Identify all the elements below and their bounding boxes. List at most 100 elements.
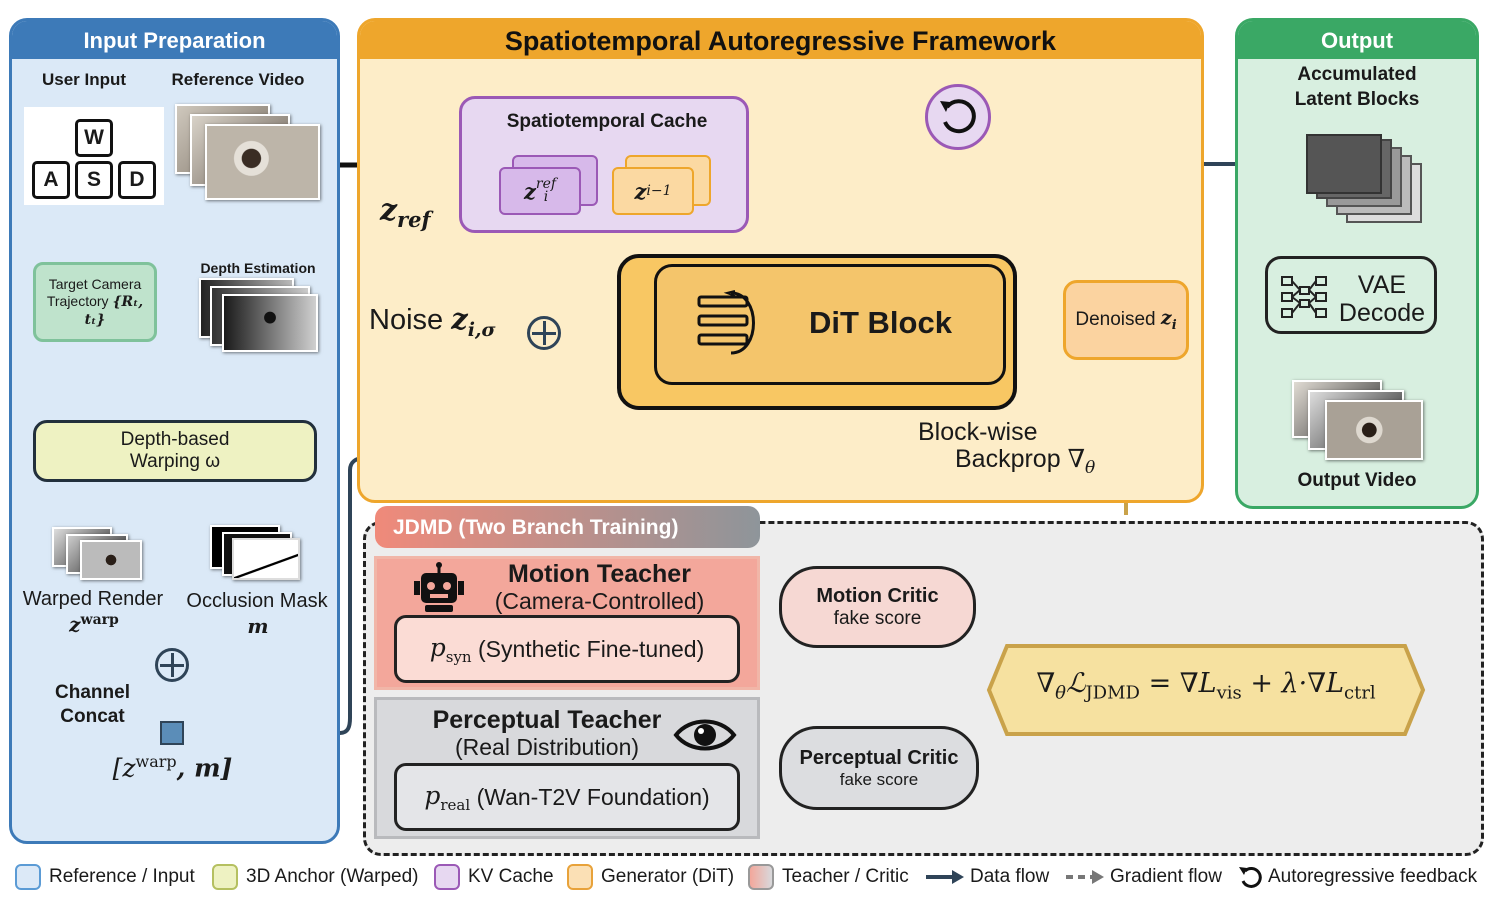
noise-sub: i,σ (467, 318, 496, 341)
jdmd-title: JDMD (Two Branch Training) (375, 506, 760, 548)
target-camera-trajectory-box: Target Camera Trajectory {Rₜ, tₜ} (33, 262, 157, 342)
cache-prev-sub: i−1 (646, 183, 672, 199)
channel-concat-line2: Concat (60, 706, 125, 727)
z-ref-base: z (380, 193, 398, 228)
loss-hexagon (986, 644, 1426, 736)
z-ref-sub: ref (397, 207, 431, 232)
concat-math-close: , m] (176, 753, 233, 783)
output-video-label: Output Video (1297, 470, 1417, 491)
motion-teacher-sub: (Camera-Controlled) (494, 588, 705, 614)
reference-video-frame (205, 124, 320, 200)
legend-label: Gradient flow (1110, 866, 1222, 887)
concat-output-node (160, 721, 184, 745)
gradient-flow-arrow-icon (1066, 870, 1104, 884)
cache-title: Spatiotemporal Cache (506, 111, 708, 132)
trajectory-row: Trajectory {Rₜ, tₜ} (36, 293, 154, 329)
cache-ref-sup: ref (535, 176, 557, 192)
depth-frame (222, 294, 318, 352)
denoised-box: Denoised zi (1063, 280, 1189, 360)
legend-label: Teacher / Critic (782, 866, 909, 887)
legend-teacher-critic: Teacher / Critic (748, 862, 909, 892)
p-syn-box: psyn (Synthetic Fine-tuned) (394, 615, 740, 683)
legend-label: KV Cache (468, 866, 554, 887)
autoregressive-feedback-icon (1239, 866, 1262, 888)
legend-generator: Generator (DiT) (567, 862, 734, 892)
loss-formula: ∇θℒJDMD = ∇Lvis + λ·∇Lctrl (1000, 668, 1412, 703)
perceptual-teacher-sub: (Real Distribution) (454, 734, 640, 760)
legend-swatch (15, 864, 41, 890)
denoised-sub: i (1171, 317, 1177, 333)
legend-3d-anchor: 3D Anchor (Warped) (212, 862, 418, 892)
legend-swatch (567, 864, 593, 890)
p-real-box: preal (Wan-T2V Foundation) (394, 763, 740, 831)
concat-math: [zwarp, m] (100, 752, 245, 782)
legend-swatch (748, 864, 774, 890)
legend-data-flow: Data flow (924, 862, 1049, 892)
concat-math-sup: warp (135, 752, 177, 771)
legend-gradient-flow: Gradient flow (1064, 862, 1222, 892)
latent-block (1306, 134, 1382, 194)
p-syn-text: (Synthetic Fine-tuned) (477, 635, 705, 662)
legend-autoregressive-feedback: Autoregressive feedback (1236, 862, 1477, 892)
warped-render-label: Warped Render (22, 588, 164, 610)
motion-critic-sub: fake score (833, 607, 922, 629)
dit-block-inner[interactable]: DiT Block (654, 264, 1006, 385)
warped-render-frame (80, 540, 142, 580)
p-syn-base: p (429, 632, 446, 662)
occlusion-mask-frame (232, 538, 300, 580)
loss-plus: + λ·∇L (1241, 668, 1344, 699)
noise-text: Noise (369, 304, 444, 336)
vae-line2: Decode (1338, 299, 1426, 327)
legend-label: 3D Anchor (Warped) (246, 866, 419, 887)
legend-reference-input: Reference / Input (15, 862, 195, 892)
concat-oplus (155, 648, 189, 682)
loss-nabla: ∇ (1036, 668, 1056, 699)
legend-swatch (212, 864, 238, 890)
reference-video-label: Reference Video (171, 70, 305, 89)
warping-line2: Warping ω (129, 451, 221, 472)
channel-concat-line1: Channel (55, 682, 130, 703)
trajectory-math: {Rₜ, tₜ} (84, 293, 144, 328)
key-s[interactable]: S (75, 161, 113, 199)
motion-teacher-title: Motion Teacher (508, 560, 691, 588)
framework-title: Spatiotemporal Autoregressive Framework (360, 21, 1201, 59)
cache-ref-base: z (523, 178, 536, 204)
loss-vis-sub: vis (1216, 682, 1242, 704)
noise-base: z (451, 302, 468, 336)
eye-icon (673, 719, 737, 751)
denoised-label: Denoised (1075, 309, 1156, 330)
backprop-theta: θ (1085, 458, 1096, 478)
backprop-line2-row: Backprop ∇θ (955, 444, 1095, 478)
loss-eq: = ∇L (1139, 668, 1217, 699)
loss-L-sub: JDMD (1085, 682, 1140, 704)
refresh-icon (925, 84, 991, 150)
key-a[interactable]: A (32, 161, 70, 199)
target-camera-label: Target Camera (48, 275, 142, 292)
motion-critic-title: Motion Critic (816, 584, 939, 607)
legend-label: Generator (DiT) (601, 866, 735, 887)
latent-line1: Accumulated (1297, 64, 1417, 85)
key-d[interactable]: D (118, 161, 156, 199)
legend-kv-cache: KV Cache (434, 862, 554, 892)
occlusion-mask-math: m (247, 614, 269, 638)
key-w[interactable]: W (75, 119, 113, 157)
noise-oplus (527, 316, 561, 350)
denoised-base: z (1160, 307, 1172, 330)
depth-estimation-label: Depth Estimation (200, 260, 316, 276)
wasd-keys[interactable]: W A S D (24, 107, 164, 205)
noise-label: Noise zi,σ (369, 302, 496, 341)
user-input-label: User Input (41, 70, 127, 89)
p-real-sub: real (440, 795, 471, 814)
input-preparation-title: Input Preparation (12, 21, 337, 59)
output-video-frame (1325, 400, 1423, 460)
legend-label: Data flow (970, 866, 1050, 887)
occlusion-mask-label: Occlusion Mask (186, 590, 328, 612)
loss-L: ℒ (1066, 668, 1086, 699)
warped-render-math: zwarp (30, 612, 158, 637)
loss-ctrl-sub: ctrl (1344, 682, 1376, 704)
perceptual-critic-box: Perceptual Critic fake score (779, 726, 979, 810)
warped-render-math-base: z (69, 612, 81, 637)
vae-network-icon (1281, 276, 1327, 318)
